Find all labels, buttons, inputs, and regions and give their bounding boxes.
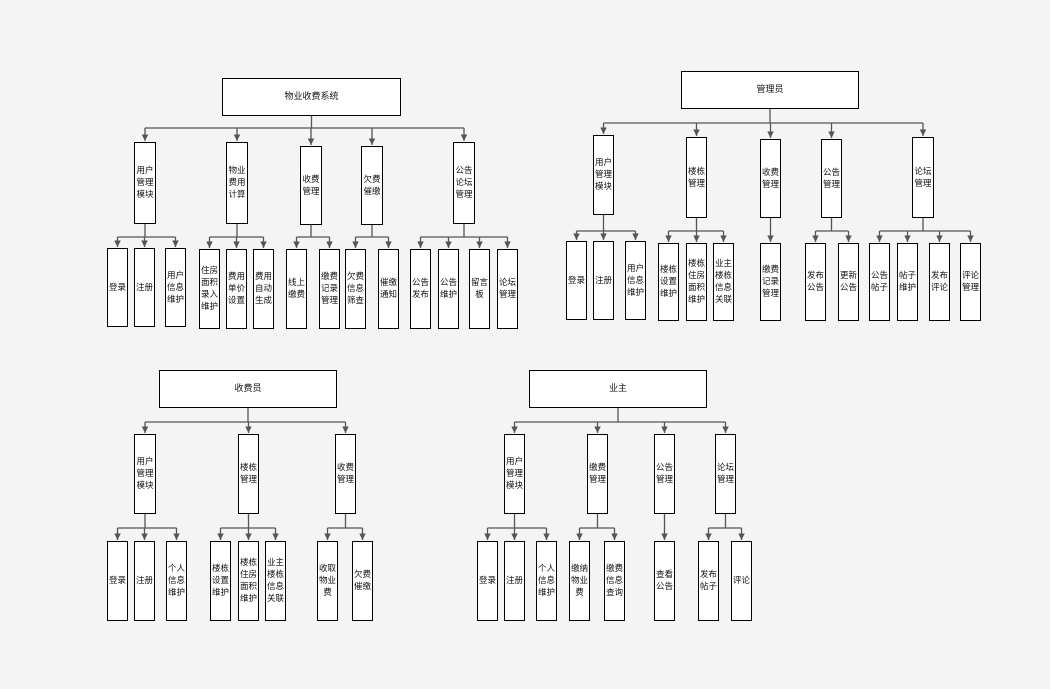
tree3-leaf-register: 注册 xyxy=(134,541,155,621)
tree3-leaf-building-setup: 楼栋 设置 维护 xyxy=(210,541,231,621)
tree4-node-payment: 缴费 管理 xyxy=(587,434,608,514)
tree3-leaf-arrears-remind: 欠费 催缴 xyxy=(352,541,373,621)
tree2-leaf-owner-link: 业主 楼栋 信息 关联 xyxy=(713,243,734,321)
tree1-leaf-online-pay: 线上 缴费 xyxy=(286,249,307,329)
tree4-root: 业主 xyxy=(529,370,707,408)
tree2-leaf-post-comment: 发布 评论 xyxy=(929,243,950,321)
tree4-node-user: 用户 管理 模块 xyxy=(504,434,525,514)
tree1-leaf-payment-records: 缴费 记录 管理 xyxy=(319,249,340,329)
tree1-leaf-auto-generate: 费用 自动 生成 xyxy=(253,249,274,329)
tree1-node-fee-calc: 物业 费用 计算 xyxy=(226,142,248,224)
tree1-leaf-area-entry: 住房 面积 录入 维护 xyxy=(199,249,220,329)
tree1-leaf-user-info: 用户 信息 维护 xyxy=(165,248,186,327)
tree2-leaf-user-info: 用户 信息 维护 xyxy=(625,241,646,320)
tree2-leaf-payment-records: 缴费 记录 管理 xyxy=(760,243,781,321)
tree2-leaf-building-area: 楼栋 住房 面积 维护 xyxy=(686,243,707,321)
tree2-node-charge: 收费 管理 xyxy=(760,139,781,218)
tree2-node-user: 用户 管理 模块 xyxy=(593,135,614,215)
tree3-leaf-personal-info: 个人 信息 维护 xyxy=(166,541,187,621)
tree2-leaf-notice-post: 公告 帖子 xyxy=(869,243,890,321)
tree3-root: 收费员 xyxy=(159,370,337,408)
tree2-node-notice: 公告 管理 xyxy=(821,139,842,218)
tree2-node-building: 楼栋 管理 xyxy=(686,137,707,218)
tree1-leaf-forum-manage: 论坛 管理 xyxy=(497,249,518,329)
tree3-leaf-login: 登录 xyxy=(107,541,128,621)
tree4-leaf-login: 登录 xyxy=(477,541,498,621)
tree1-leaf-login: 登录 xyxy=(107,248,128,327)
tree3-leaf-collect-fee: 收取 物业 费 xyxy=(317,541,338,621)
tree4-leaf-comment: 评论 xyxy=(731,541,752,621)
tree1-leaf-unit-price: 费用 单价 设置 xyxy=(226,249,247,329)
tree1-leaf-message-board: 留言 板 xyxy=(469,249,490,329)
tree4-leaf-pay-fee: 缴纳 物业 费 xyxy=(569,541,590,621)
tree1-leaf-reminder: 催缴 通知 xyxy=(378,249,399,329)
tree1-node-user: 用户 管理 模块 xyxy=(134,142,156,224)
tree1-leaf-register: 注册 xyxy=(134,248,155,327)
tree1-root: 物业收费系统 xyxy=(222,78,401,116)
tree1-node-notice-forum: 公告 论坛 管理 xyxy=(453,142,475,224)
tree4-leaf-view-notice: 查看 公告 xyxy=(654,541,675,621)
tree2-node-forum: 论坛 管理 xyxy=(912,137,934,218)
tree2-root: 管理员 xyxy=(681,71,859,109)
tree4-leaf-publish-post: 发布 帖子 xyxy=(698,541,719,621)
tree1-leaf-notice-publish: 公告 发布 xyxy=(410,249,431,329)
tree3-node-building: 楼栋 管理 xyxy=(238,434,259,514)
tree2-leaf-comment-manage: 评论 管理 xyxy=(960,243,981,321)
tree4-leaf-payment-query: 缴费 信息 查询 xyxy=(604,541,625,621)
tree4-leaf-register: 注册 xyxy=(504,541,525,621)
tree2-leaf-post-maintain: 帖子 维护 xyxy=(897,243,918,321)
tree2-leaf-update-notice: 更新 公告 xyxy=(838,243,859,321)
tree4-leaf-personal-info: 个人 信息 维护 xyxy=(536,541,557,621)
tree2-leaf-register: 注册 xyxy=(593,241,614,320)
tree2-leaf-building-setup: 楼栋 设置 维护 xyxy=(658,243,679,321)
tree2-leaf-login: 登录 xyxy=(566,241,587,320)
tree2-leaf-publish-notice: 发布 公告 xyxy=(805,243,826,321)
tree3-leaf-building-area: 楼栋 住房 面积 维护 xyxy=(238,541,259,621)
tree4-node-notice: 公告 管理 xyxy=(654,434,675,514)
tree1-node-arrears: 欠费 催缴 xyxy=(361,146,383,225)
tree4-node-forum: 论坛 管理 xyxy=(715,434,736,514)
tree1-leaf-arrears-screen: 欠费 信息 筛查 xyxy=(345,249,366,329)
tree3-node-user: 用户 管理 模块 xyxy=(134,434,156,514)
tree3-leaf-owner-link: 业主 楼栋 信息 关联 xyxy=(265,541,286,621)
tree1-leaf-notice-maintain: 公告 维护 xyxy=(438,249,459,329)
tree1-node-charge: 收费 管理 xyxy=(300,146,322,225)
tree3-node-charge: 收费 管理 xyxy=(335,434,356,514)
